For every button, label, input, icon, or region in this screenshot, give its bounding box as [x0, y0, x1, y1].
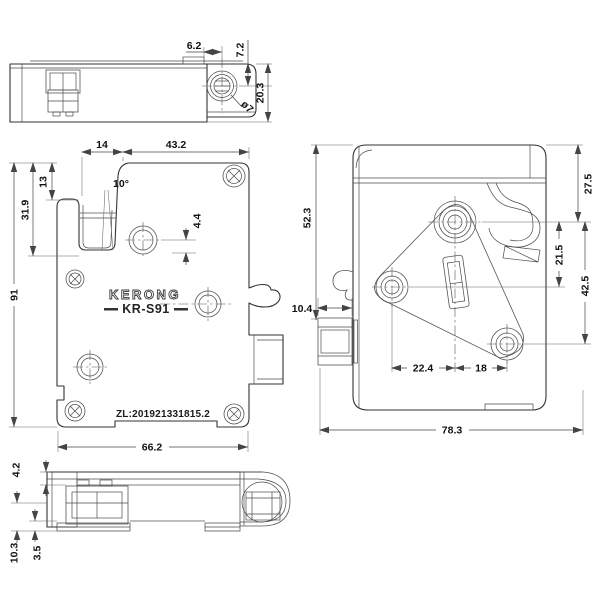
side-hole-right: [487, 324, 527, 364]
dim-side-hole-gap-upper: 21.5: [554, 245, 566, 266]
dim-side-hole-gap-left: 22.4: [413, 363, 434, 375]
dim-bottom-foot-height: 3.5: [32, 546, 44, 561]
brand-logo: KERONG: [109, 287, 181, 302]
bottom-view: 4.2 10.3 3.5: [9, 460, 291, 563]
dim-top-pin-offset: 6.2: [187, 40, 202, 52]
side-cam-plate: [374, 204, 524, 359]
dim-front-top-width: 43.2: [166, 139, 187, 151]
top-view-connector: [45, 69, 81, 117]
dim-front-hole-offset: 4.4: [192, 214, 204, 229]
dim-front-slot-angle: 10°: [113, 178, 129, 190]
side-latch-hook: [486, 182, 541, 263]
front-hole-upper: [125, 222, 161, 258]
side-front-hook-profile: [332, 270, 354, 301]
front-view: KERONG KR-S91 ZL:201921331815.2 14 43.2 …: [8, 139, 284, 454]
side-view: 52.3 27.5 21.5 42.5 10.4 22.4 18: [292, 144, 595, 437]
front-hole-lower: [73, 350, 107, 384]
dim-top-pin-center: 7.2: [235, 43, 247, 58]
front-screw-bottom-right: [223, 403, 245, 425]
dim-side-width: 78.3: [442, 425, 463, 437]
patent-number: ZL:201921331815.2: [116, 409, 210, 420]
model-dash-left: [104, 308, 118, 311]
dim-side-latch-offset: 27.5: [583, 174, 595, 195]
dim-front-height: 91: [9, 289, 21, 301]
bottom-connector: [65, 479, 129, 525]
dim-front-slot-depth: 13: [38, 176, 50, 188]
front-hole-middle: [160, 287, 232, 322]
side-connector: [317, 317, 358, 366]
dim-side-height: 52.3: [302, 208, 314, 229]
model-number: KR-S91: [122, 302, 169, 316]
side-hole-top: [428, 196, 482, 372]
dim-front-width: 66.2: [142, 442, 163, 454]
front-screw-bottom-left: [64, 400, 86, 422]
model-dash-right: [174, 308, 188, 311]
front-screw-mid-left: [65, 269, 85, 289]
dim-bottom-height: 10.3: [9, 543, 21, 564]
dim-bottom-plate-thickness: 4.2: [11, 463, 23, 478]
dim-top-pin-diameter: ø7: [238, 98, 255, 115]
side-body-outline: [352, 144, 547, 411]
front-body-outline: [56, 162, 284, 428]
top-view: 6.2 7.2 20.3 ø7: [9, 40, 272, 123]
side-slot: [442, 254, 470, 310]
dim-side-connector-width: 10.4: [292, 303, 313, 315]
top-view-pin-bore: [202, 58, 246, 114]
dim-front-slot-width: 14: [96, 139, 108, 151]
bottom-latch-housing: [239, 471, 291, 527]
dim-top-thickness: 20.3: [255, 83, 267, 104]
dim-front-hook-depth: 31.9: [20, 200, 32, 221]
front-screw-top-right: [222, 164, 246, 188]
side-hole-left: [372, 267, 412, 307]
dim-side-hole-gap-total: 42.5: [580, 276, 592, 297]
dim-side-hole-gap-right: 18: [475, 363, 487, 375]
